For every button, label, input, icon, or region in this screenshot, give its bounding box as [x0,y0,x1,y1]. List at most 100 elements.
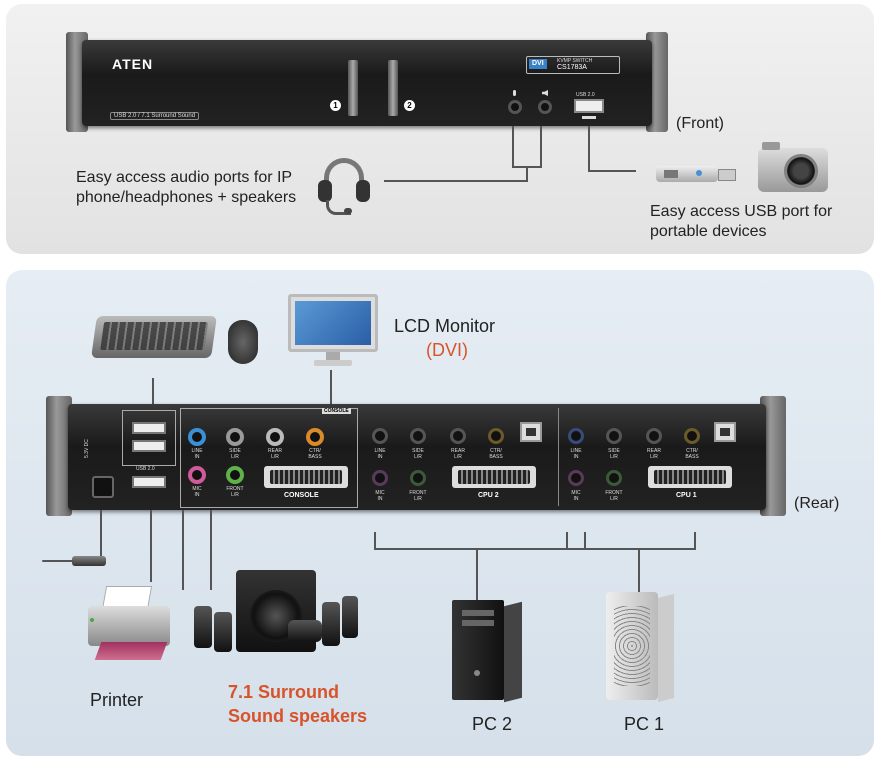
cpu2-rear-jack[interactable] [450,428,466,444]
aten-logo: ATEN [112,56,154,72]
port-1-indicator: 1 [330,100,341,111]
console-side-jack[interactable] [226,428,244,446]
rear-usb-label: USB 2.0 [136,466,155,472]
model-badge: DVI KVMP SWITCH CS1783A [526,56,620,74]
pc1-bracket [566,532,696,550]
front-usb-port[interactable] [574,99,604,113]
front-subtitle: USB 2.0 / 7.1 Surround Sound [110,112,200,120]
port-select-button-2[interactable] [388,60,398,116]
cpu2-side-jack[interactable] [410,428,426,444]
headset-icon [316,154,372,218]
cpu2-mic-jack[interactable] [372,470,388,486]
printer-label: Printer [90,690,144,710]
cpu2-dvi-port[interactable] [452,466,536,488]
console-section [180,408,358,508]
cpu1-label: CPU 1 [676,492,697,499]
rear-usb-printer-port[interactable] [132,476,166,488]
rear-left-ear [46,396,72,516]
console-ctr-bass-jack[interactable] [306,428,324,446]
audio-line-e [384,180,528,182]
front-section-label: (Front) [676,115,724,132]
console-tag: CONSOLE [322,408,351,414]
power-cable-b [42,560,74,562]
cpu2-section [362,408,559,506]
console-rear-label: REAR L/R [268,448,282,460]
cpu2-label: CPU 2 [478,492,499,499]
cpu2-rear-label: REAR L/R [451,448,465,460]
speaker-line-b [210,510,212,590]
cpu2-ctr-label: CTR/ BASS [489,448,503,460]
audio-line-a [512,126,514,166]
front-mic-jack[interactable] [508,100,522,114]
cpu2-line-in-jack[interactable] [372,428,388,444]
printer-line [150,510,152,582]
cpu2-ctr-jack[interactable] [488,428,504,444]
cpu1-rear-label: REAR L/R [647,448,661,460]
front-view-panel: ATEN USB 2.0 / 7.1 Surround Sound 1 2 DV… [6,4,874,254]
cpu2-usb-b-port[interactable] [520,422,542,442]
front-speaker-jack[interactable] [538,100,552,114]
console-mic-jack[interactable] [188,466,206,484]
cpu1-ctr-jack[interactable] [684,428,700,444]
pc1-label: PC 1 [624,714,665,734]
cpu2-mic-label: MIC IN [375,490,385,502]
cpu1-front-label: FRONT L/R [605,490,623,502]
speakers-label-line1: 7.1 Surround [228,682,340,702]
camera-icon [758,140,830,192]
rear-view-panel: LCD Monitor (DVI) 5.3V DC USB 2.0 CONSOL… [6,270,874,756]
speaker-icon [542,90,548,96]
console-rear-jack[interactable] [266,428,284,446]
console-dvi-port[interactable] [264,466,348,488]
console-mic-label: MIC IN [192,486,202,498]
model-line-2: CS1783A [557,64,587,71]
cpu1-usb-b-port[interactable] [714,422,736,442]
cpu2-front-label: FRONT L/R [409,490,427,502]
console-front-jack[interactable] [226,466,244,484]
pc2-label: PC 2 [472,714,513,734]
dvi-badge: DVI [529,59,547,69]
power-plug-icon [72,556,106,566]
pc2-line [476,548,478,602]
power-jack[interactable] [92,476,114,498]
pc1-line [638,548,640,592]
cpu1-side-jack[interactable] [606,428,622,444]
cpu1-rear-jack[interactable] [646,428,662,444]
keyboard-icon [91,316,217,358]
console-line-in-jack[interactable] [188,428,206,446]
usb-icon [582,116,596,119]
port-2-indicator: 2 [404,100,415,111]
mouse-icon [228,320,258,364]
mic-icon [513,90,516,96]
cpu1-line-in-jack[interactable] [568,428,584,444]
cpu1-side-label: SIDE L/R [608,448,620,460]
cpu1-dvi-port[interactable] [648,466,732,488]
cpu1-mic-jack[interactable] [568,470,584,486]
cpu1-line-in-label: LINE IN [570,448,582,460]
cpu2-front-jack[interactable] [410,470,426,486]
kvm-rear-body: 5.3V DC USB 2.0 CONSOLE LINE IN SIDE L/R… [68,404,766,510]
lcd-monitor-sub-label: (DVI) [426,340,468,360]
port-select-button-1[interactable] [348,60,358,116]
printer-icon [84,586,176,672]
speakers-icon [192,562,362,662]
rear-section-label: (Rear) [794,495,840,512]
kb-line [152,378,154,408]
usb-flash-drive-icon [656,164,736,184]
usb-line-a [588,126,590,170]
model-line-1: KVMP SWITCH [557,58,593,64]
audio-line-b [540,126,542,166]
power-label: 5.3V DC [84,439,90,458]
cpu2-line-in-label: LINE IN [374,448,386,460]
speaker-line-a [182,510,184,590]
usb-port-callout: Easy access USB port for portable device… [650,203,833,240]
audio-ports-callout: Easy access audio ports for IP phone/hea… [76,169,297,206]
rear-usb-port-bottom[interactable] [132,440,166,452]
audio-line-d [526,166,528,182]
console-side-label: SIDE L/R [229,448,241,460]
front-usb-label: USB 2.0 [576,92,595,98]
cpu1-front-jack[interactable] [606,470,622,486]
cpu1-ctr-label: CTR/ BASS [685,448,699,460]
console-front-label: FRONT L/R [226,486,244,498]
console-line-in-label: LINE IN [191,448,203,460]
rear-usb-port-top[interactable] [132,422,166,434]
